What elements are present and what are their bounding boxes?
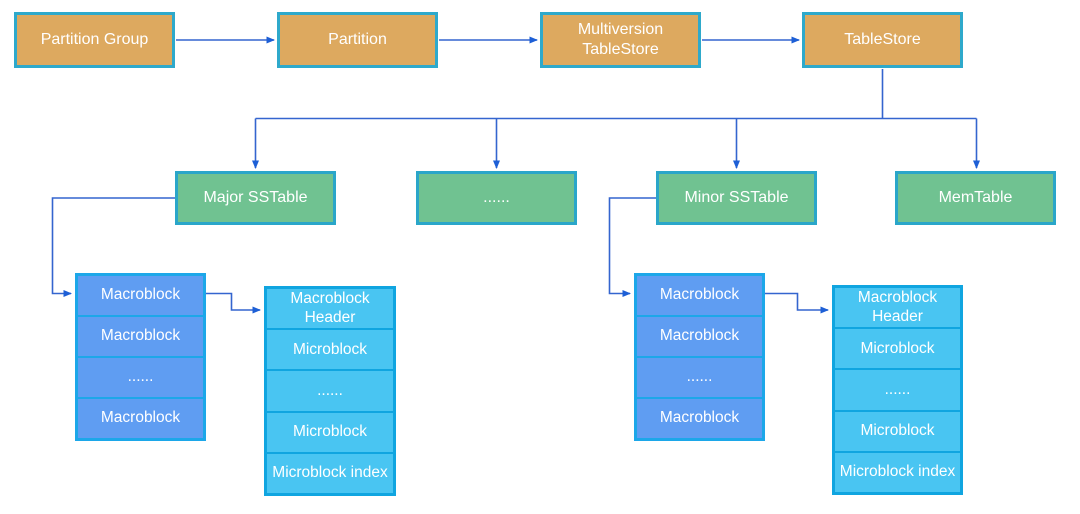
stack-cell: ...... [835,368,960,409]
stack-cell: Microblock [835,327,960,368]
node-multiversion-tablestore: Multiversion TableStore [540,12,701,68]
node-label: ...... [483,189,510,206]
stack-cell: ...... [267,369,393,410]
stack-cell: Macroblock Header [857,289,938,325]
stack-cell: Macroblock [637,397,762,438]
stack-cell: Microblock [267,328,393,369]
stack-cell: Macroblock [78,397,203,438]
node-partition: Partition [277,12,438,68]
node-major-sstable: Major SSTable [175,171,336,225]
arrow-macroblock-to-microblocks-left [206,292,261,314]
node-tablestore: TableStore [802,12,963,68]
node-label: MemTable [938,189,1013,206]
node-label: Minor SSTable [684,189,789,206]
node-label: Multiversion TableStore [577,21,664,58]
arrow-minor-to-macroblocks [608,197,656,297]
node-ellipsis: ...... [416,171,577,225]
node-minor-sstable: Minor SSTable [656,171,817,225]
major-microblock-stack: Macroblock Header Microblock ...... Micr… [264,286,396,496]
stack-cell: Microblock index [835,450,960,492]
stack-cell: Macroblock [637,315,762,356]
stack-cell: Macroblock Header [290,290,370,326]
node-label: Partition [328,31,387,48]
stack-cell: Macroblock [659,286,740,304]
stack-cell: Microblock [835,409,960,451]
stack-cell: ...... [637,356,762,397]
node-label: Major SSTable [203,189,308,206]
stack-cell: Microblock [267,410,393,452]
stack-cell: ...... [78,356,203,397]
node-partition-group: Partition Group [14,12,175,68]
node-label: TableStore [844,31,921,48]
stack-cell: Microblock index [267,451,393,493]
minor-microblock-stack: Macroblock Header Microblock ...... Micr… [832,285,963,495]
minor-macroblock-stack: Macroblock Macroblock ...... Macroblock [634,273,765,441]
major-macroblock-stack: Macroblock Macroblock ...... Macroblock [75,273,206,441]
node-label: Partition Group [40,31,149,48]
tablestore-tree-trunk [255,69,977,120]
arrow-macroblock-to-microblocks-right [765,292,829,314]
node-memtable: MemTable [895,171,1056,225]
stack-cell: Macroblock [78,315,203,356]
stack-cell: Macroblock [100,286,181,304]
arrow-major-to-macroblocks [51,197,175,297]
